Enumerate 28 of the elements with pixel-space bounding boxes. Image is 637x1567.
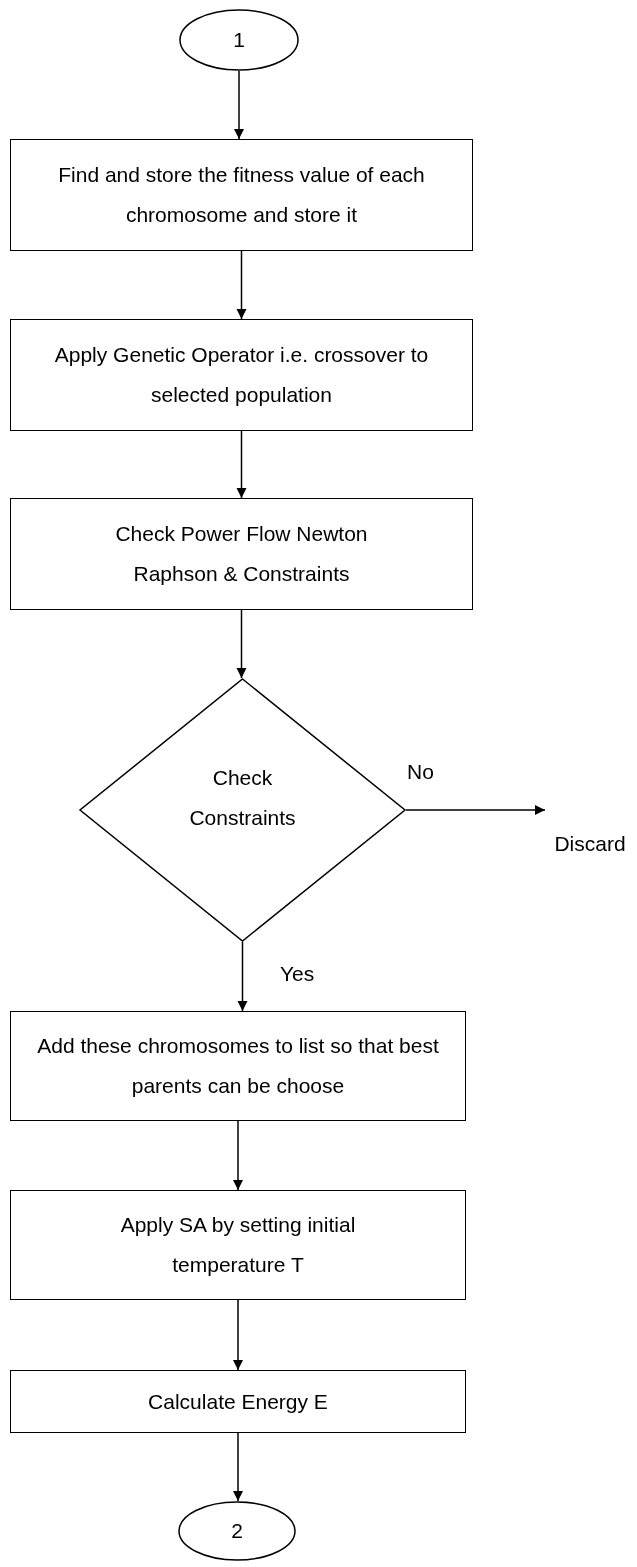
node-text: Apply SA by setting initial temperature T xyxy=(119,1212,357,1278)
connector-oval xyxy=(178,1501,296,1561)
process-box xyxy=(10,1011,466,1121)
node-text: Add these chromosomes to list so that best parents can be choose xyxy=(36,1033,440,1099)
arrow xyxy=(233,1432,243,1502)
arrow xyxy=(236,430,247,499)
connector-oval xyxy=(179,9,299,71)
node-text: Calculate Energy E xyxy=(148,1388,328,1415)
process-box xyxy=(10,498,473,610)
outcome-text: Discard xyxy=(545,826,635,862)
process-box xyxy=(10,319,473,431)
node-text: Check Power Flow Newton Raphson & Constraints xyxy=(114,521,369,587)
node-text: Check Constraints xyxy=(188,765,297,831)
arrow xyxy=(405,805,546,815)
arrow xyxy=(236,250,247,320)
node-text: 2 xyxy=(231,1518,243,1544)
arrow xyxy=(234,70,244,140)
arrow xyxy=(233,1299,243,1371)
node-text: 1 xyxy=(233,27,245,53)
arrow xyxy=(233,1120,243,1191)
node-text: Apply Genetic Operator i.e. crossover to selected population xyxy=(53,342,430,408)
arrow xyxy=(236,609,247,679)
node-text: Find and store the fitness value of each chromosome and store it xyxy=(57,162,426,228)
process-box xyxy=(10,139,473,251)
arrow xyxy=(237,941,248,1012)
process-box xyxy=(10,1370,466,1433)
decision-diamond xyxy=(79,678,406,942)
process-box xyxy=(10,1190,466,1300)
